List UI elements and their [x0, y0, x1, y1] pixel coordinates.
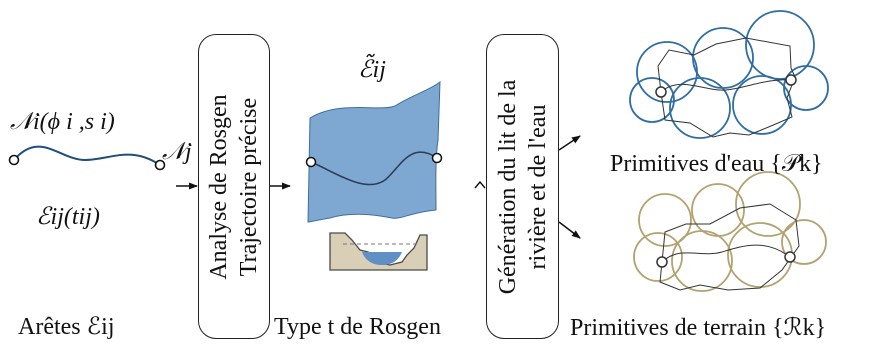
node-j-point — [154, 159, 166, 171]
generation-box: Génération du lit de la rivière et de l'… — [486, 34, 559, 339]
water-primitives-graphic — [629, 10, 829, 139]
terrain-primitives-graphic — [633, 171, 827, 292]
node-i-point — [8, 154, 20, 166]
generation-line-2: rivière et de l'eau — [524, 104, 551, 269]
arrow-to-water-primitives — [558, 135, 581, 151]
edge-tilde-label: ℰ̃ij — [358, 57, 386, 83]
edge-curve — [13, 145, 161, 166]
trajectory-end-point — [431, 152, 443, 164]
generation-text: Génération du lit de la rivière et de l'… — [493, 79, 553, 294]
rosgen-analysis-line-2: Trajectoire précise — [236, 97, 262, 276]
river-channel-band — [307, 80, 441, 223]
arrow-to-terrain-primitives — [558, 221, 581, 239]
arrow-input-generation — [474, 180, 486, 189]
edges-caption: Arêtes ℰij — [18, 314, 115, 340]
edge-parameter-label: ℰij(tij) — [36, 204, 100, 230]
water-primitives-label: Primitives d'eau {𝒫k} — [610, 151, 823, 177]
node-i-label: 𝒩i(ϕ i ,s i) — [10, 109, 115, 135]
rosgen-analysis-line-1: Analyse de Rosgen — [206, 93, 232, 280]
trajectory-start-point — [305, 156, 317, 168]
rosgen-analysis-text: Analyse de Rosgen Trajectoire précise — [204, 94, 264, 279]
river-center-line — [310, 151, 438, 186]
generation-line-1: Génération du lit de la — [494, 79, 521, 294]
rosgen-type-caption: Type t de Rosgen — [274, 314, 441, 340]
node-j-label: 𝒩j — [162, 139, 192, 165]
rosgen-analysis-box: Analyse de Rosgen Trajectoire précise — [198, 34, 270, 339]
channel-cross-section — [329, 232, 428, 271]
terrain-primitives-label: Primitives de terrain {ℛk} — [570, 315, 827, 341]
